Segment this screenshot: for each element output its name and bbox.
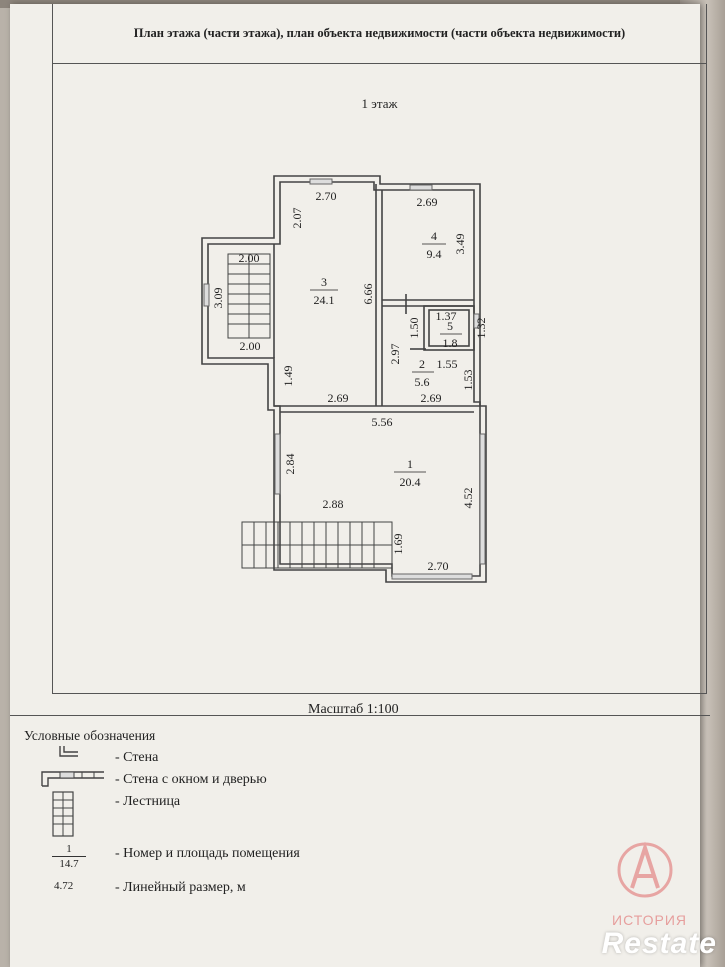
scale-row (10, 694, 710, 716)
room-4-area: 9.4 (427, 247, 442, 261)
room-labels: 3 24.1 4 9.4 5 1.8 2 5.6 1 20.4 (310, 229, 462, 489)
room-3-number: 3 (321, 275, 327, 289)
dimension: 5.56 (372, 415, 393, 429)
watermark-logo-text: ИСТОРИЯ (612, 912, 688, 928)
inner-wall (207, 181, 481, 577)
dimension: 2.00 (239, 251, 260, 265)
window (274, 433, 281, 495)
window (473, 313, 480, 329)
dimension-labels: 2.70 2.07 2.69 3.49 2.00 3.09 6.66 1.37 … (211, 189, 488, 573)
outer-wall (201, 175, 487, 583)
dimension: 1.49 (281, 366, 295, 387)
dimension: 2.69 (421, 391, 442, 405)
dimension: 2.88 (323, 497, 344, 511)
room-5-area: 1.8 (443, 336, 458, 350)
legend-wall-window-door: - Стена с окном и дверью (115, 772, 267, 787)
dimension: 2.70 (316, 189, 337, 203)
room-1-area: 20.4 (400, 475, 421, 489)
window (203, 283, 210, 307)
scale-label: Масштаб 1:100 (308, 702, 399, 717)
stairs-symbol (52, 791, 74, 837)
legend-linear-dimension: - Линейный размер, м (115, 880, 246, 895)
dimension: 3.09 (211, 288, 225, 309)
dimension: 1.32 (474, 318, 488, 339)
legend-stairs: - Лестница (115, 794, 181, 809)
document-sheet: План этажа (части этажа), план объекта н… (10, 4, 710, 967)
window (479, 433, 486, 565)
window (391, 573, 473, 580)
room-2-number: 2 (419, 357, 425, 371)
floor-label: 1 этаж (361, 96, 398, 111)
dimension: 1.37 (436, 309, 457, 323)
dimension: 3.49 (453, 234, 467, 255)
dimension: 2.70 (428, 559, 449, 573)
page-title: План этажа (части этажа), план объекта н… (53, 4, 706, 64)
watermark-brand: Restate (601, 927, 717, 960)
dimension: 1.69 (391, 534, 405, 555)
dimension: 2.84 (283, 454, 297, 475)
room-4-number: 4 (431, 229, 437, 243)
dimension: 1.50 (407, 318, 421, 339)
dimension: 2.07 (290, 208, 304, 229)
watermark-logo-icon (617, 841, 673, 898)
wall-symbol (59, 746, 78, 757)
floor-plan: 3 24.1 4 9.4 5 1.8 2 5.6 1 20.4 2.70 2.0… (201, 175, 488, 583)
dimension: 2.69 (417, 195, 438, 209)
dimension: 1.53 (461, 370, 475, 391)
room-3-area: 24.1 (314, 293, 335, 307)
dimension: 2.00 (240, 339, 261, 353)
wall-window-door-symbol (41, 771, 104, 787)
dimension: 1.55 (437, 357, 458, 371)
room-sample-number: 1 (66, 843, 72, 855)
dimension: 2.69 (328, 391, 349, 405)
plan-frame: План этажа (части этажа), план объекта н… (52, 4, 707, 694)
legend-wall: - Стена (115, 750, 159, 765)
room-sample-area: 14.7 (52, 856, 86, 871)
dimension: 4.52 (461, 488, 475, 509)
room-sample: 1 14.7 (52, 842, 86, 871)
window (409, 184, 433, 191)
stairs-inner (227, 253, 271, 339)
room-2-area: 5.6 (415, 375, 430, 389)
stairs-outer (241, 521, 393, 569)
dimension-sample: 4.72 (54, 880, 74, 892)
room-1-number: 1 (407, 457, 413, 471)
legend-room-number-area: - Номер и площадь помещения (115, 846, 300, 861)
dimension: 6.66 (361, 284, 375, 305)
room-5-number: 5 (447, 319, 453, 333)
window (309, 178, 333, 185)
legend-title: Условные обозначения (24, 728, 156, 743)
dimension: 2.97 (388, 344, 402, 365)
